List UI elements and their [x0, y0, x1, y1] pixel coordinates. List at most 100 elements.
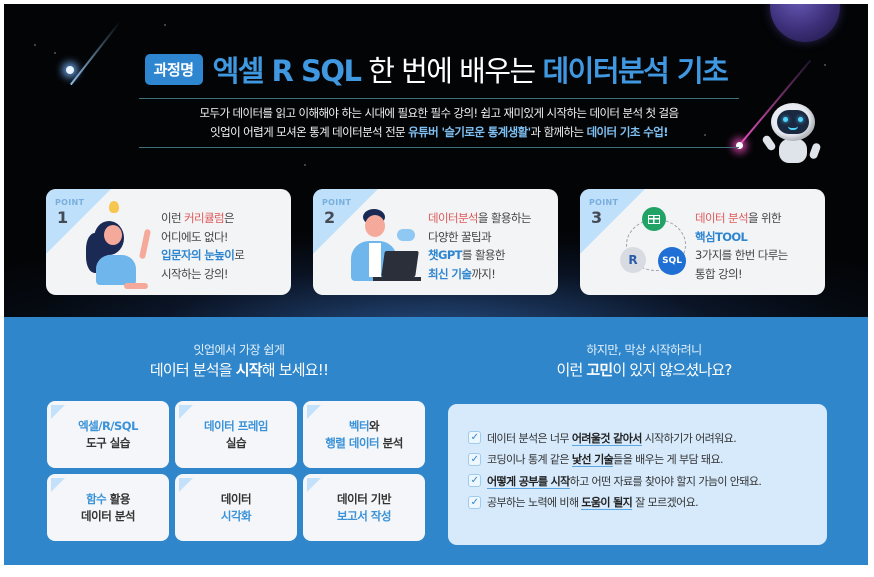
point-line: 어디에도 없다!: [161, 228, 244, 247]
corner-decoration: [307, 478, 321, 492]
planet-icon: [770, 4, 840, 42]
right-heading-small: 하지만, 막상 시작하려니: [586, 343, 702, 357]
subtitle-line-1: 모두가 데이터를 읽고 이해해야 하는 시대에 필요한 필수 강의! 쉽고 재미…: [199, 106, 680, 120]
subtitle-part: 잇업이 어렵게 모셔온 통계 데이터분석 전문: [210, 125, 409, 139]
point-line: 시작하는 강의!: [161, 265, 244, 284]
topic-segment: 함수: [86, 491, 107, 506]
point-text-segment: 시작하는 강의!: [161, 266, 229, 281]
concern-segment: 도움이 될지: [581, 496, 633, 511]
concern-segment: 공부하는 노력에 비해: [487, 496, 582, 510]
star-decoration: [824, 64, 826, 66]
concern-item-1: ✓ 데이터 분석은 너무 어려울것 같아서 시작하기가 어려워요.: [468, 427, 827, 449]
sql-icon: SQL: [658, 247, 686, 275]
concern-item-4: ✓공부하는 노력에 비해 도움이 될지 잘 모르겠어요.: [468, 492, 827, 514]
concern-segment: 어떻게 공부를 시작: [487, 474, 570, 489]
point-label: POINT: [589, 198, 619, 207]
left-heading-big: 데이터 분석을 시작해 보세요!!: [44, 359, 434, 381]
star-decoration: [34, 44, 36, 46]
point-text-segment: 로: [234, 248, 245, 262]
spreadsheet-icon: [642, 207, 666, 231]
point-text-segment: 을 활용하는: [477, 211, 532, 225]
concern-segment: 코딩이나 통계 같은: [487, 453, 572, 467]
topic-line: 데이터 프레임: [204, 418, 268, 435]
point-line: 입문자의 눈높이로: [161, 246, 245, 265]
point-text-segment: 데이터분석: [428, 211, 479, 225]
concern-segment: 시작하기가 어려워요.: [641, 431, 737, 445]
topic-segment: 도구 실습: [86, 435, 130, 450]
corner-decoration: [51, 478, 65, 492]
topic-segment: 데이터 분석: [81, 508, 135, 523]
point-text-segment: 은: [223, 211, 235, 225]
concerns-list: ✓ 데이터 분석은 너무 어려울것 같아서 시작하기가 어려워요.✓ 코딩이나 통계…: [448, 404, 827, 545]
topic-line: 데이터 기반: [337, 491, 391, 508]
concern-segment: 데이터 분석은 너무: [487, 431, 572, 445]
point-line: 이런 커리큘럼은: [161, 209, 244, 228]
point-text-segment: 챗GPT: [428, 248, 463, 262]
pink-star-icon: [736, 142, 743, 149]
left-heading-small: 잇업에서 가장 쉽게: [193, 343, 285, 357]
point-line: 통합 강의!: [695, 265, 788, 284]
topic-line: 데이터: [220, 491, 252, 508]
point-text-segment: 핵심TOOL: [695, 229, 748, 244]
corner-decoration: [51, 405, 65, 419]
point-text-segment: 데이터 분석: [695, 211, 749, 225]
concern-text: 공부하는 노력에 비해 도움이 될지 잘 모르겠어요.: [487, 494, 699, 511]
point-number: 3: [591, 208, 603, 227]
corner-decoration: [307, 405, 321, 419]
star-decoration: [304, 164, 306, 166]
topic-segment: 활용: [106, 491, 131, 506]
topic-line: 벡터와: [349, 418, 380, 435]
heading-part: 해 보세요!!: [261, 361, 329, 379]
heading-part: 이 있지 않으셨나요?: [612, 361, 732, 379]
topic-segment: 데이터: [220, 491, 252, 506]
checkbox-checked-icon: ✓: [468, 431, 481, 445]
point-number: 1: [57, 208, 69, 227]
point-label: POINT: [322, 198, 352, 207]
subtitle-part: 과 함께하는: [530, 125, 587, 139]
point-text-segment: 어디에도 없다!: [161, 229, 229, 244]
point-line: 데이터 분석을 위한: [695, 209, 788, 228]
subtitle-line-2: 잇업이 어렵게 모셔온 통계 데이터분석 전문 유튜버 '슬기로운 통계생활'과…: [210, 123, 668, 142]
concern-text: 데이터 분석은 너무 어려울것 같아서 시작하기가 어려워요.: [487, 430, 737, 446]
heading-emphasis: 고민: [586, 361, 613, 379]
topic-line: 엑셀/R/SQL: [78, 418, 138, 435]
topic-line: 보고서 작성: [337, 508, 391, 525]
star-decoration: [54, 52, 56, 54]
heading-emphasis: 시작: [235, 361, 263, 379]
point-label: POINT: [55, 198, 85, 207]
point-line: 데이터분석을 활용하는: [428, 209, 531, 228]
point-text-segment: 을 위한: [747, 211, 782, 225]
concern-segment: 하고 어떤 자료를 찾아야 할지 가늠이 안돼요.: [569, 474, 762, 488]
point-text-segment: 다양한 꿀팁과: [428, 229, 492, 244]
concern-text: 어떻게 공부를 시작하고 어떤 자료를 찾아야 할지 가늠이 안돼요.: [487, 473, 762, 489]
course-title: 과정명 엑셀 R SQL 한 번에 배우는 데이터분석 기초: [4, 48, 868, 90]
heading-part: 데이터 분석을: [149, 361, 236, 379]
point-line: 3가지를 한번 다루는: [695, 246, 788, 265]
topic-segment: 행렬 데이터: [325, 435, 380, 450]
shooting-star-icon: [66, 66, 74, 74]
right-section-heading: 하지만, 막상 시작하려니 이런 고민이 있지 않으셨나요?: [449, 341, 839, 381]
concern-text: 코딩이나 통계 같은 낯선 기술들을 배우는 게 부담 돼요.: [487, 451, 723, 468]
left-section-heading: 잇업에서 가장 쉽게 데이터 분석을 시작해 보세요!!: [44, 341, 434, 381]
point-text-segment: 통합 강의!: [695, 266, 743, 281]
title-part: 엑셀 R SQL: [212, 54, 362, 88]
point-text-segment: 커리큘럼: [184, 211, 225, 225]
point-line: 최신 기술까지!: [428, 265, 531, 284]
point-line: 챗GPT를 활용한: [428, 246, 531, 265]
subtitle-part: 데이터 기초 수업!: [586, 125, 669, 139]
course-subtitle: 모두가 데이터를 읽고 이해해야 하는 시대에 필요한 필수 강의! 쉽고 재미…: [139, 98, 739, 148]
title-part: 한 번에 배우는: [360, 54, 543, 88]
corner-decoration: [179, 405, 193, 419]
topic-segment: 와: [369, 418, 380, 433]
man-with-laptop-icon: [349, 207, 425, 287]
star-decoration: [164, 24, 166, 26]
